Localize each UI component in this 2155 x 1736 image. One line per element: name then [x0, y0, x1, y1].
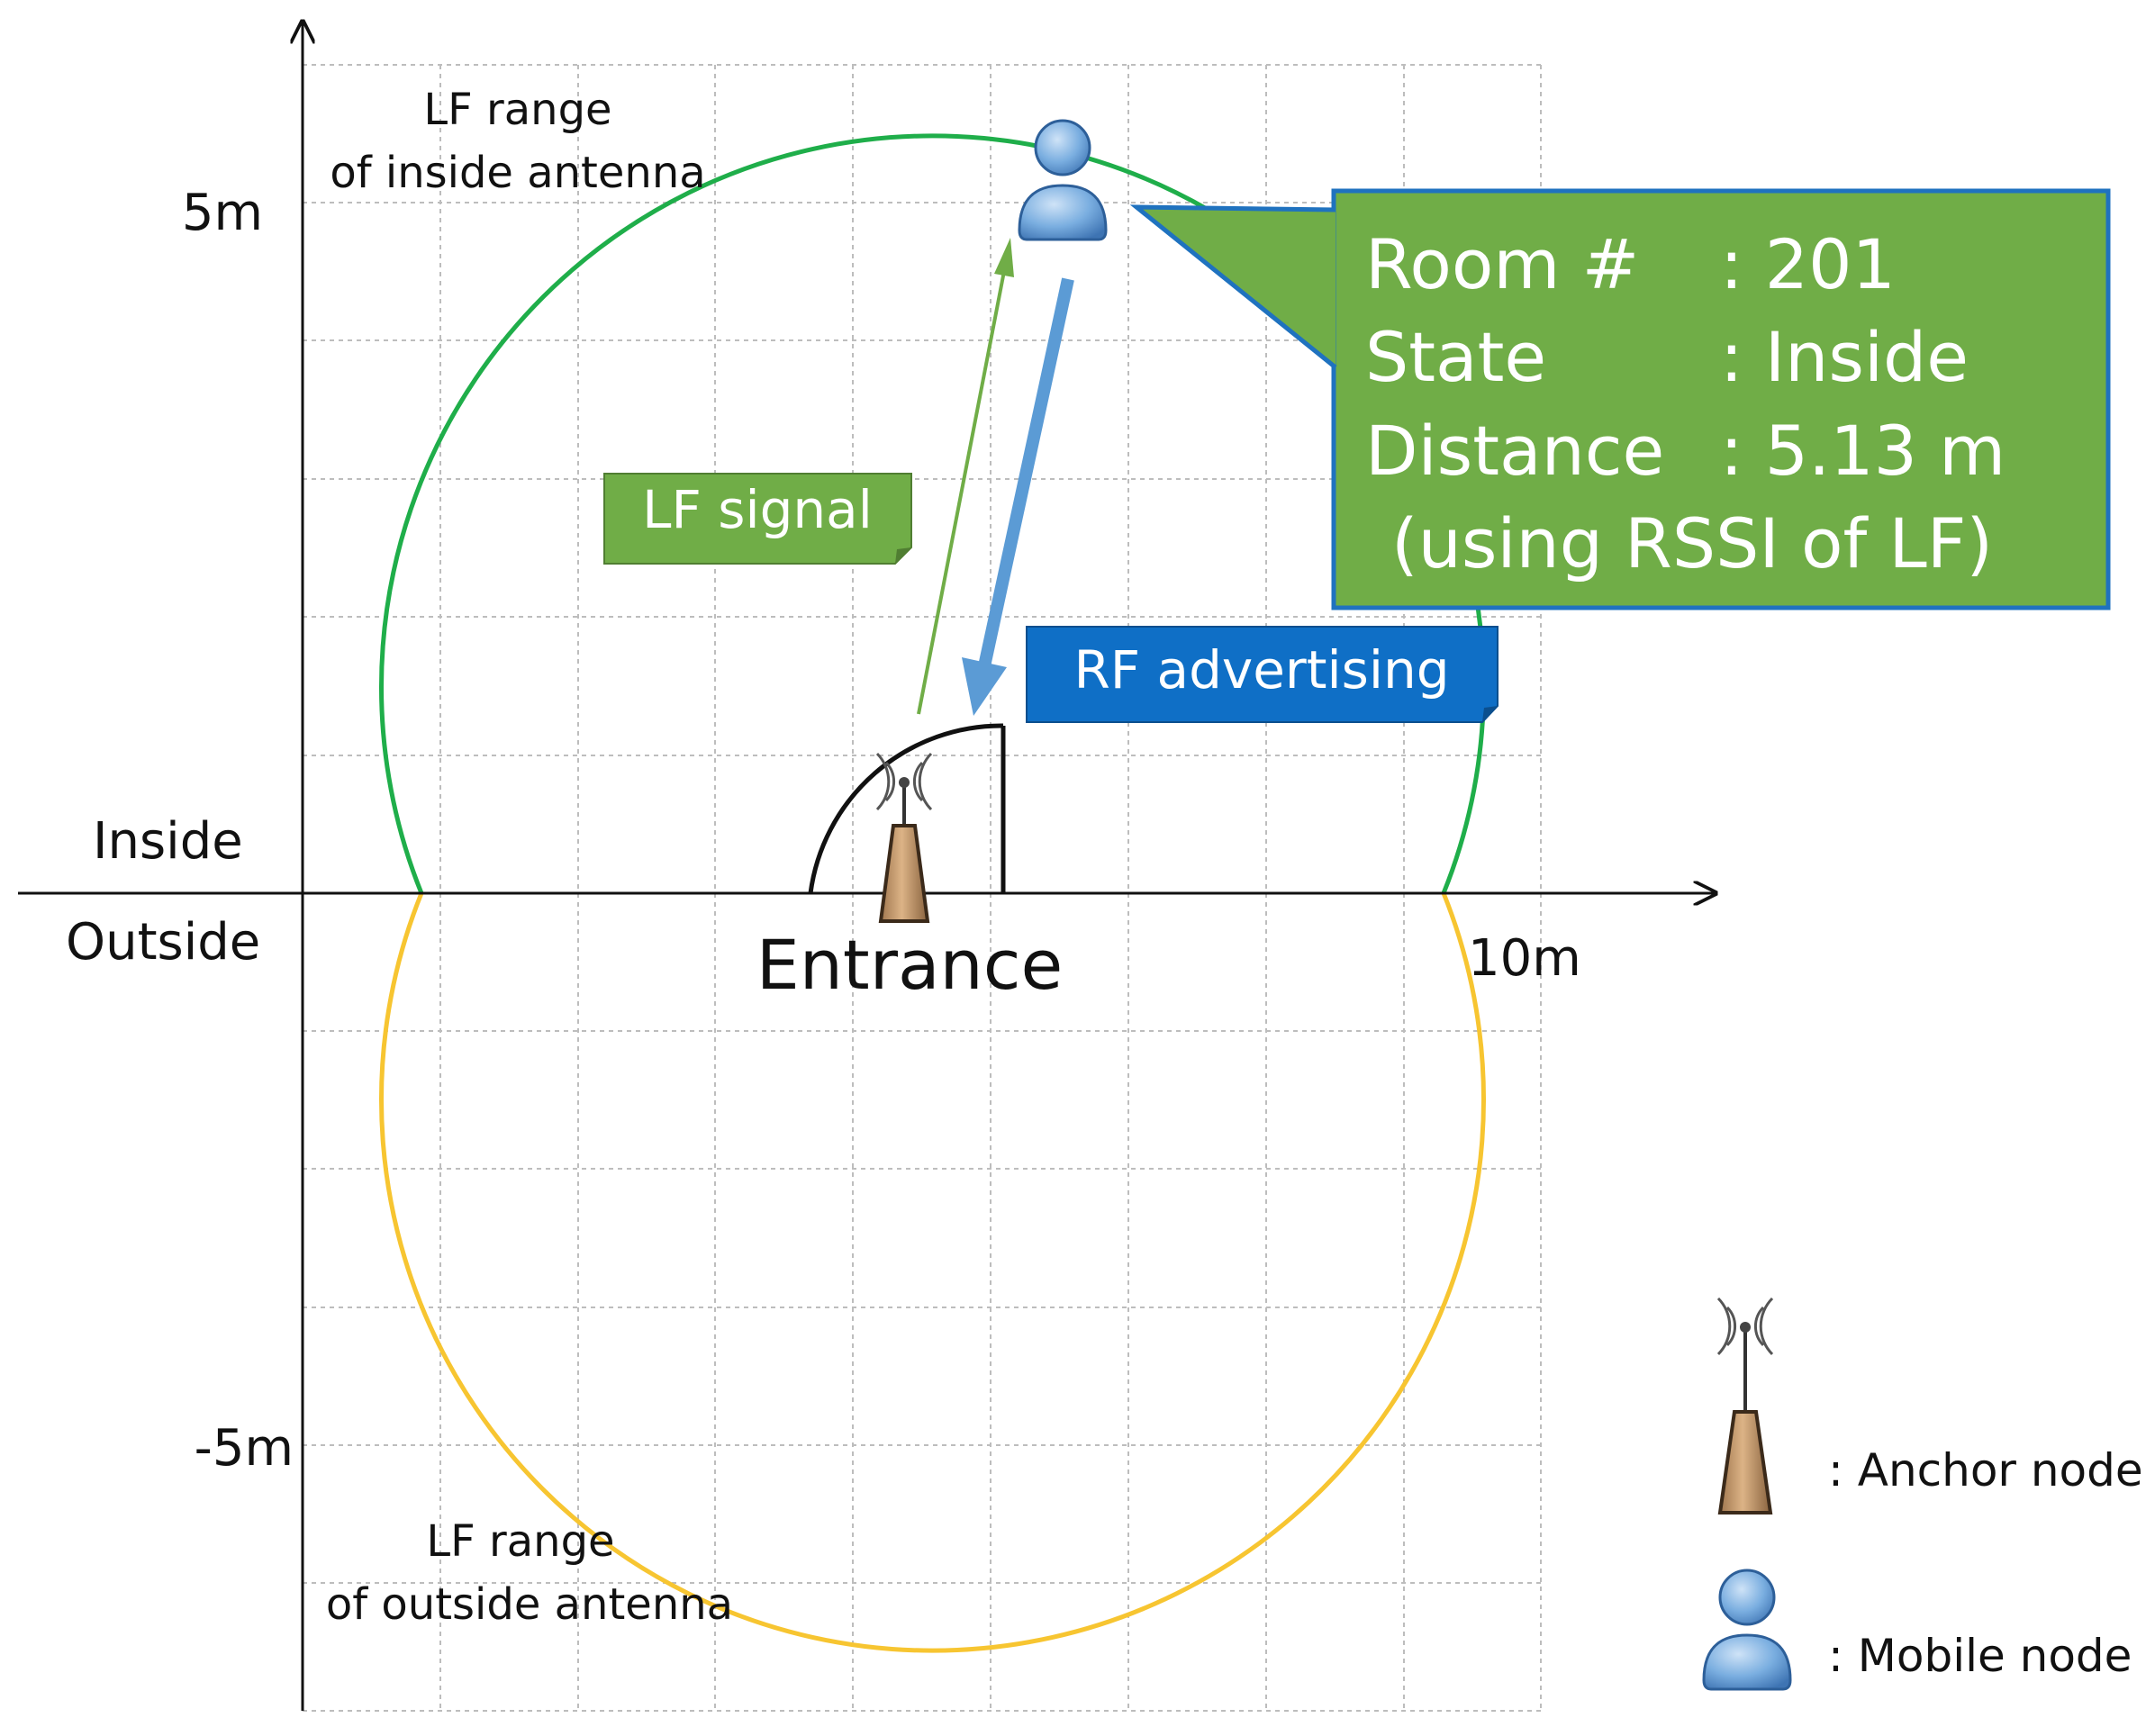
mobile-node-icon: [1018, 119, 1108, 241]
legend-mobile-label: : Mobile node: [1828, 1630, 2132, 1682]
inside-range-label-line2: of inside antenna: [330, 148, 705, 198]
info-callout: [1129, 188, 2111, 610]
anchor-node-icon: [875, 752, 933, 923]
x-axis-label-right: 10m: [1468, 929, 1581, 988]
info-distance-key: Distance: [1365, 411, 1664, 491]
y-axis-label-bottom: -5m: [195, 1419, 294, 1478]
outside-antenna-range-arc: [379, 892, 1486, 1653]
info-state-value: : Inside: [1720, 317, 1969, 397]
entrance-door: [808, 723, 1006, 894]
legend-anchor-label: : Anchor node: [1828, 1444, 2143, 1496]
inside-side-label: Inside: [93, 812, 243, 871]
lf-signal-label: LF signal: [642, 479, 873, 540]
legend-anchor-node-icon: [1716, 1297, 1774, 1514]
outside-range-label-line2: of outside antenna: [326, 1579, 733, 1630]
outside-range-label-line1: LF range: [426, 1516, 614, 1567]
lf-signal-arrow: [917, 238, 1014, 715]
info-state-key: State: [1365, 317, 1546, 397]
rf-advertising-arrow: [962, 277, 1074, 716]
y-axis-label-top: 5m: [182, 184, 263, 242]
info-room-key: Room #: [1365, 224, 1639, 304]
rf-advertising-label-box: [1026, 626, 1499, 723]
outside-side-label: Outside: [66, 913, 260, 972]
legend-mobile-node-icon: [1702, 1569, 1792, 1691]
info-note: (using RSSI of LF): [1391, 503, 1993, 583]
info-distance-value: : 5.13 m: [1720, 411, 2006, 491]
info-room-value: : 201: [1720, 224, 1896, 304]
entrance-label: Entrance: [756, 925, 1064, 1005]
rf-advertising-label: RF advertising: [1073, 639, 1449, 701]
inside-range-label-line1: LF range: [423, 85, 611, 135]
lf-signal-label-box: [603, 473, 912, 565]
